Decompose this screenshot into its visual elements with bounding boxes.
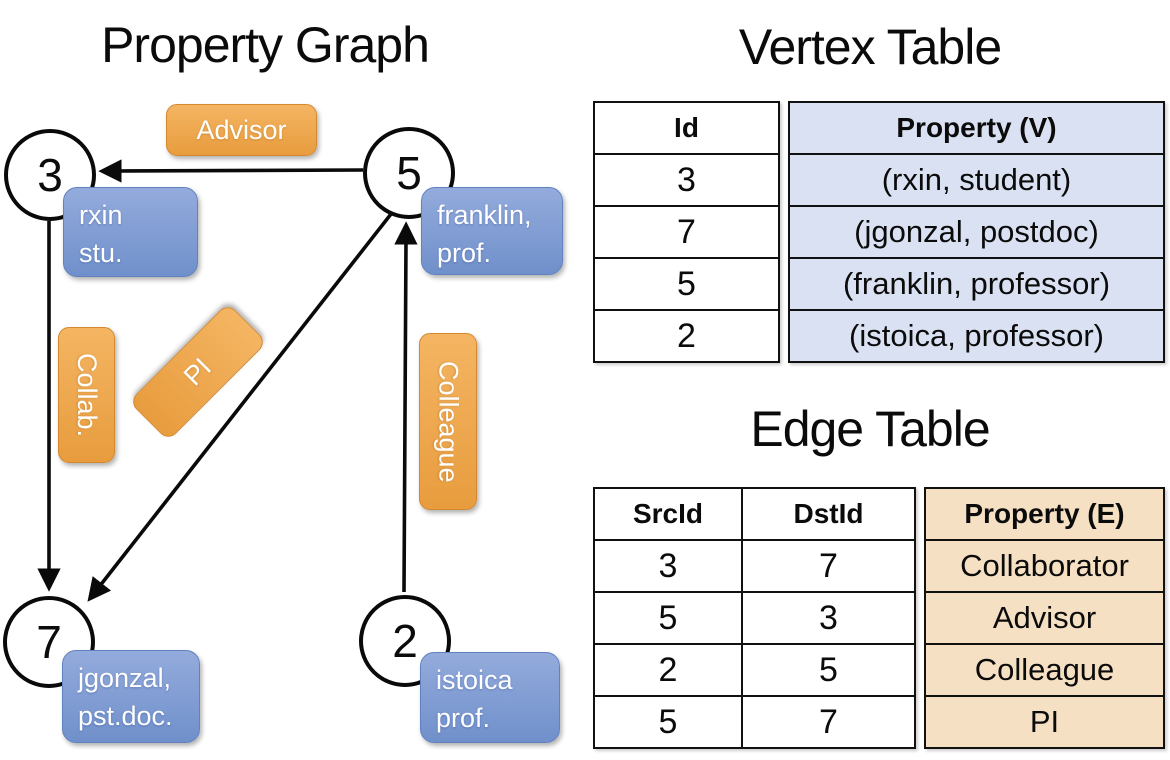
vertex-id-cell: 5 [593,257,780,311]
edge-srcid-header: SrcId [593,487,743,541]
edge-dstid-header: DstId [741,487,916,541]
property-box-jgonzal: jgonzal, pst.doc. [62,650,200,743]
property-box-line: jgonzal, [78,663,172,693]
node-2-id: 2 [392,615,418,667]
property-box-line: pst.doc. [78,701,173,732]
edge-dstid-cell: 7 [741,695,916,749]
property-graph-title: Property Graph [101,17,430,73]
vertex-table-id-column: Id 3 7 5 2 [593,101,780,363]
edge-property-cell: Colleague [924,643,1165,697]
vertex-id-header: Id [593,101,780,155]
node-7-id: 7 [36,616,62,668]
vertex-table-property-column: Property (V) (rxin, student) (jgonzal, p… [788,101,1165,363]
edge-property-cell: Collaborator [924,539,1165,593]
edge-advisor-5-to-3 [98,159,364,183]
edge-srcid-cell: 2 [593,643,743,697]
edge-property-header: Property (E) [924,487,1165,541]
edge-srcid-cell: 5 [593,591,743,645]
property-box-franklin: franklin, prof. [421,187,563,275]
edge-label-collab: Collab. [58,327,115,463]
edge-table-property-column: Property (E) Collaborator Advisor Collea… [924,487,1165,749]
edge-property-cell: Advisor [924,591,1165,645]
vertex-property-header: Property (V) [788,101,1165,155]
edge-table-title: Edge Table [750,401,990,457]
edge-srcid-cell: 5 [593,695,743,749]
edge-dstid-cell: 5 [741,643,916,697]
property-box-line: stu. [79,238,123,269]
property-box-line: istoica [436,665,513,695]
edge-table-id-columns: SrcId DstId 3 7 5 3 2 5 5 7 [593,487,916,749]
property-box-rxin: rxin stu. [63,187,198,277]
vertex-property-cell: (istoica, professor) [788,309,1165,363]
vertex-id-cell: 2 [593,309,780,363]
vertex-id-cell: 3 [593,153,780,207]
edge-property-cell: PI [924,695,1165,749]
node-5-id: 5 [396,147,422,199]
vertex-table-title: Vertex Table [738,19,1002,75]
edge-colleague-2-to-5 [394,221,418,593]
property-box-line: prof. [437,238,492,269]
property-box-line: rxin [79,200,123,230]
edge-pi-5-to-7 [87,212,393,602]
property-box-line: franklin, [437,200,532,230]
edge-srcid-cell: 3 [593,539,743,593]
property-box-istoica: istoica prof. [420,652,560,743]
vertex-property-cell: (rxin, student) [788,153,1165,207]
vertex-property-cell: (franklin, professor) [788,257,1165,311]
vertex-property-cell: (jgonzal, postdoc) [788,205,1165,259]
edge-dstid-cell: 3 [741,591,916,645]
edge-label-colleague: Colleague [419,333,477,510]
vertex-id-cell: 7 [593,205,780,259]
property-box-line: prof. [436,703,491,734]
edge-dstid-cell: 7 [741,539,916,593]
node-3-id: 3 [37,149,63,201]
edge-label-advisor: Advisor [166,104,317,156]
